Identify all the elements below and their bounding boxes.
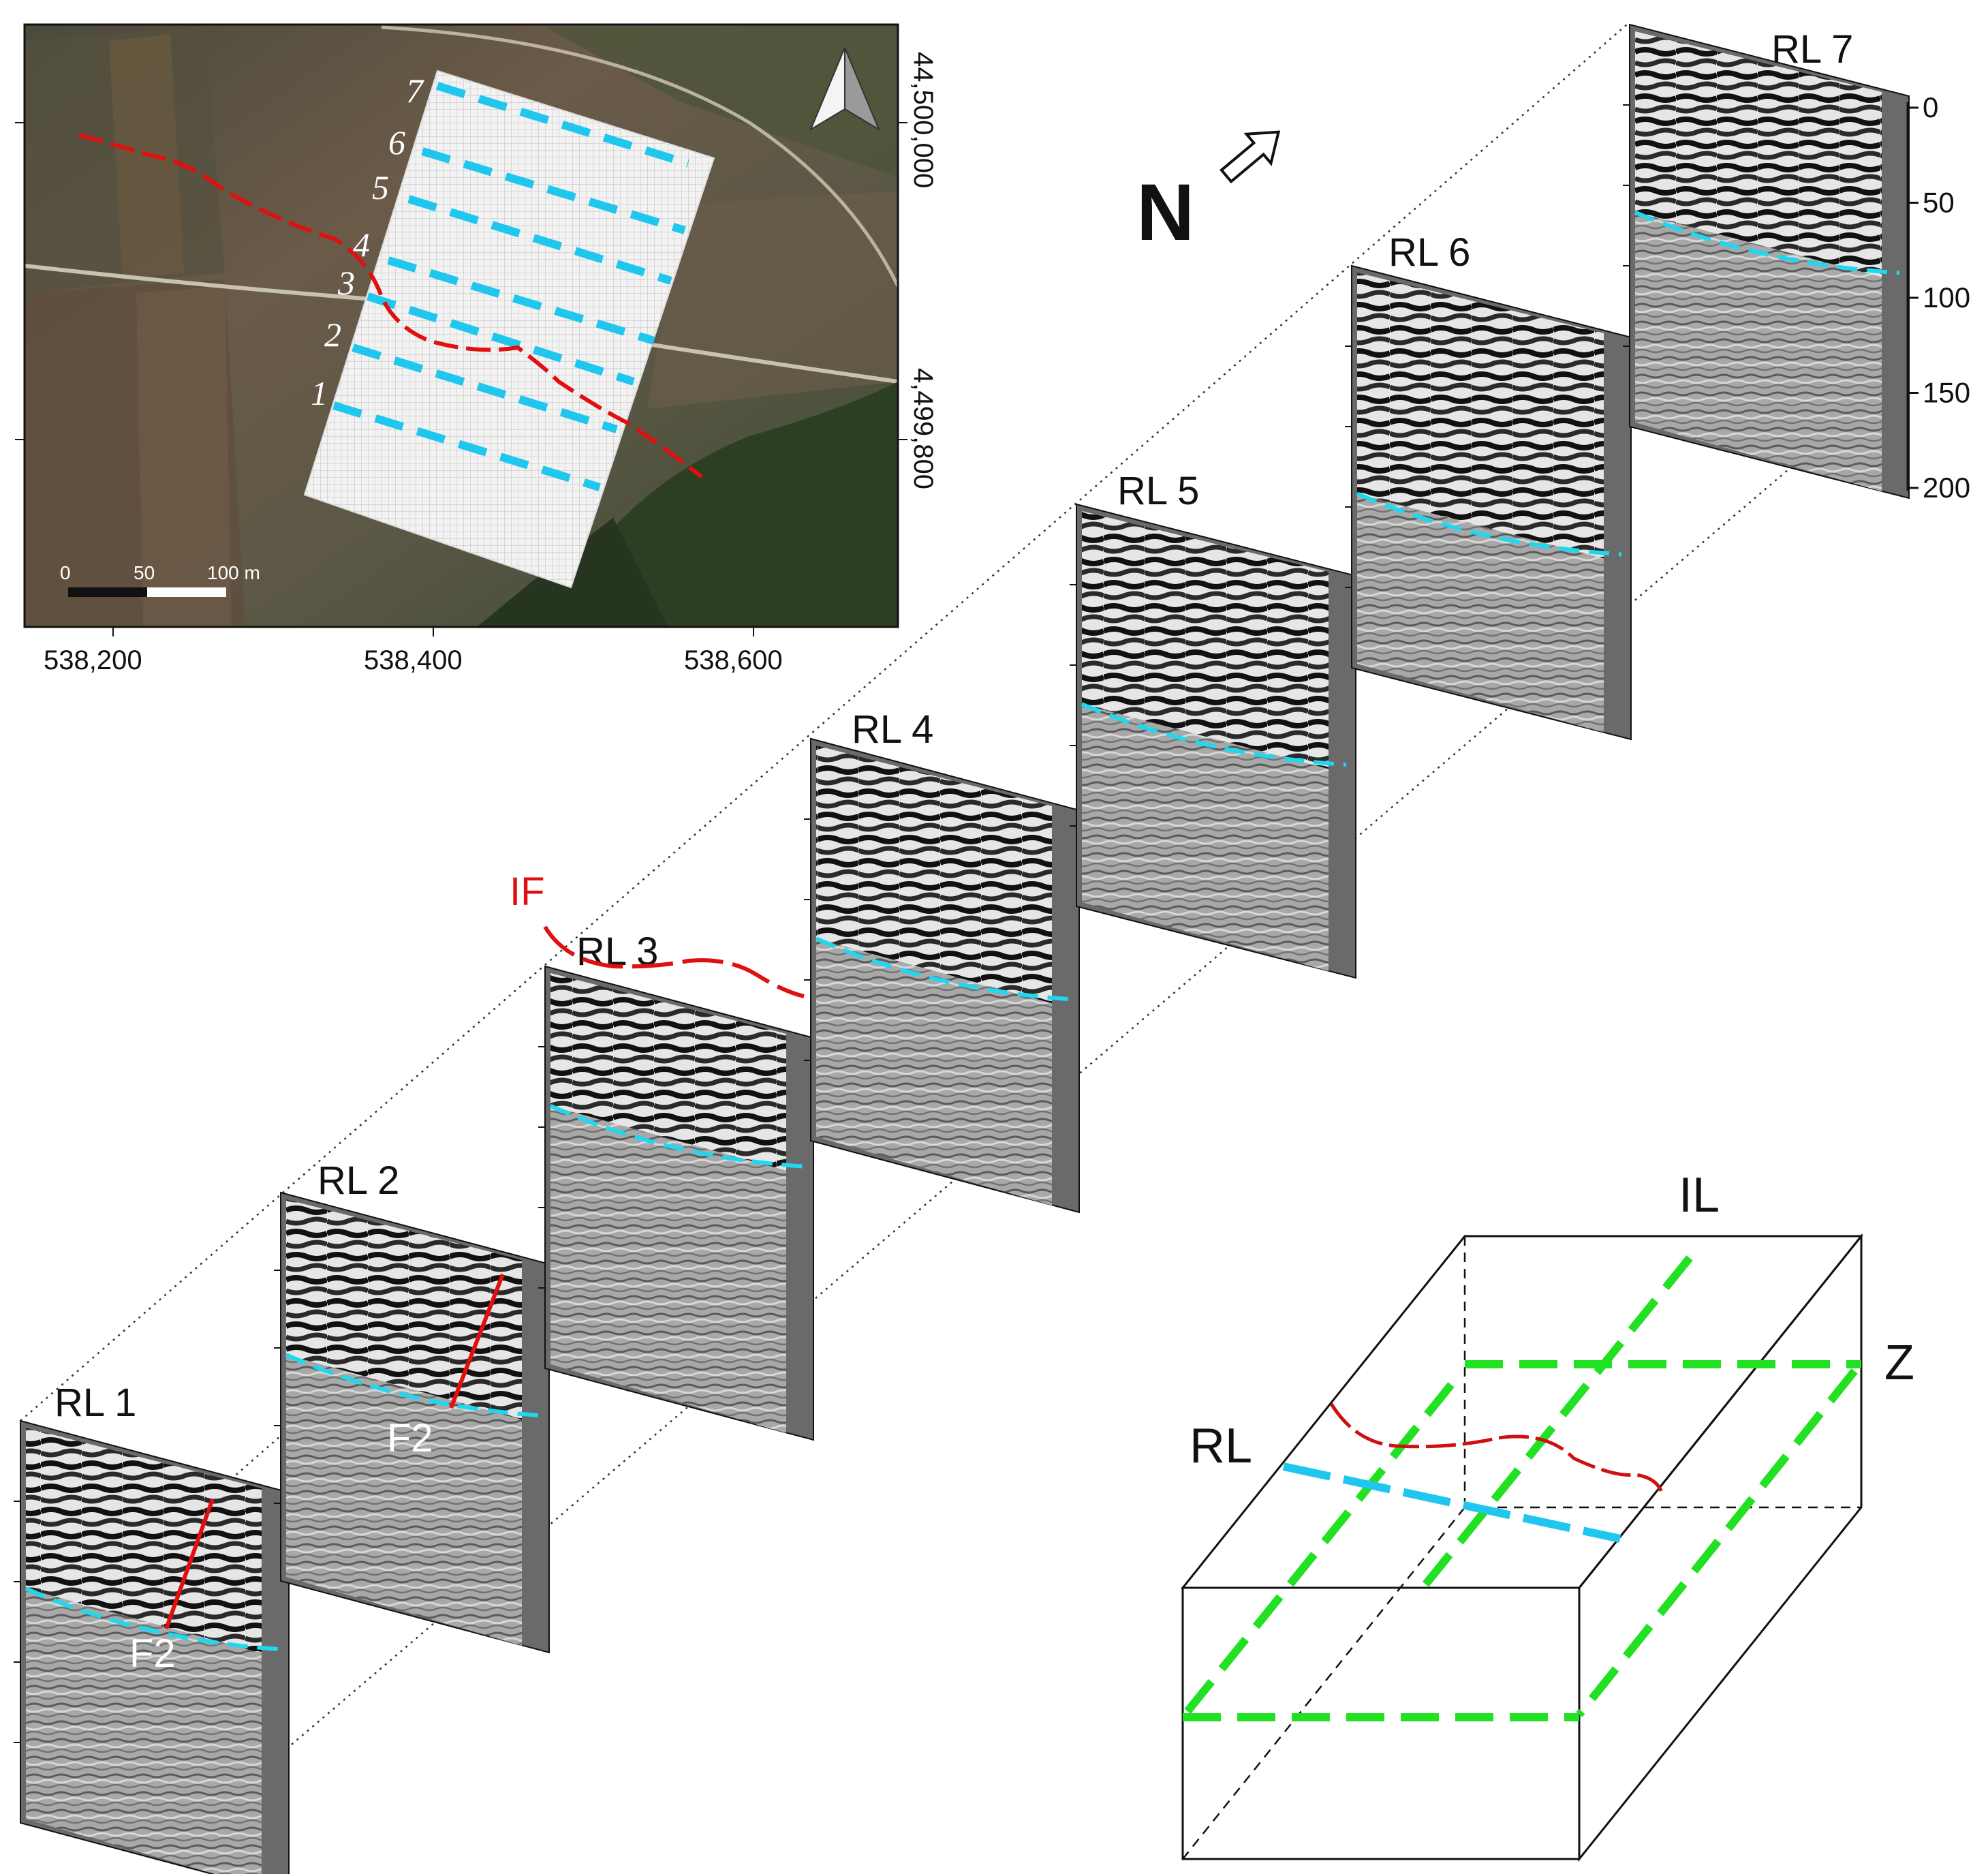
section-reflectors [1635,31,1882,277]
scale-label-100: 100 m [207,562,260,583]
line-number-5: 5 [372,168,389,206]
line-number-3: 3 [337,264,355,302]
block-hidden-edges [1182,1236,1861,1860]
fault-line [449,1273,505,1409]
il-line-2 [1179,1382,1455,1720]
section-label-rl-1: RL 1 [55,1381,136,1425]
line-number-4: 4 [353,226,370,264]
section-reflectors [550,973,786,1171]
line-number-6: 6 [388,123,405,162]
section-label-rl-7: RL 7 [1771,27,1853,72]
block-diagram: IL Z RL [1179,1168,1914,1862]
rl-line [1282,1462,1621,1543]
section-label-rl-6: RL 6 [1388,230,1470,275]
block-fault-curve [1329,1402,1664,1494]
section-label-rl-2: RL 2 [317,1158,399,1203]
satellite-image: 7 6 5 4 3 2 1 0 50 100 m [25,25,898,627]
depth-tick-label: 0 [1923,91,1938,123]
scale-label-0: 0 [60,562,71,583]
map-ticks [15,122,907,636]
survey-line-6 [421,147,686,234]
perspective-guides [20,24,1908,1745]
horizon-line [815,936,1070,1002]
fault-label-f2: F2 [129,1631,176,1676]
section-label-rl-5: RL 5 [1117,469,1199,513]
line-number-7: 7 [406,72,424,110]
map-frame [23,23,899,628]
survey-grid [303,70,715,589]
horizon-line [549,1103,805,1169]
seismic-section-rl-1: F2 RL 1 [14,1381,290,1874]
depth-tick-label: 100 [1923,281,1970,313]
map-x-tick-3: 538,600 [684,645,783,675]
horizon-line [1081,702,1347,767]
depth-tick-label: 50 [1923,187,1955,219]
survey-line-1 [332,401,601,491]
section-reflectors [1357,273,1604,559]
north-indicator: N [1136,130,1281,258]
seismic-section-rl-3: RL 3 [538,930,814,1441]
survey-line-5 [407,195,672,285]
if-fault-curve [543,925,805,998]
section-reflectors [286,1199,522,1419]
survey-line-3 [367,292,635,386]
scale-label-50: 50 [134,562,155,583]
north-arrow-outline-icon [1220,130,1281,184]
seismic-section-rl-7: RL 7 [1623,23,1910,500]
map-inset: 7 6 5 4 3 2 1 0 50 100 m [15,23,938,675]
map-x-tick-2: 538,400 [364,645,463,675]
section-reflectors [1082,511,1329,769]
line-number-2: 2 [324,316,341,354]
map-y-tick-1: 44,500,000 [908,52,938,188]
section-reflectors [816,746,1052,1004]
section-reflectors [26,1428,262,1653]
horizon-line [285,1353,540,1417]
seismic-section-rl-6: RL 6 [1345,230,1632,741]
block-outline [1180,1233,1864,1862]
survey-line-2 [352,343,618,433]
if-label: IF [510,870,545,914]
il-label: IL [1679,1168,1720,1223]
seismic-section-rl-2: F2 RL 2 [274,1158,550,1654]
depth-axis: 0 50 100 150 200 [1906,91,1970,504]
survey-line-4 [387,256,655,345]
fault-trace-map [78,133,703,479]
horizon-line [1356,491,1622,557]
depth-tick-label: 200 [1923,472,1970,504]
line-numbers: 7 6 5 4 3 2 1 [311,72,424,412]
z-line-side [1576,1368,1858,1717]
il-line-1 [1420,1255,1693,1589]
scale-bar: 0 50 100 m [60,562,260,597]
z-label: Z [1884,1336,1914,1390]
north-label: N [1136,168,1194,258]
horizon-line [25,1586,280,1651]
seismic-section-rl-5: RL 5 [1070,469,1356,979]
section-label-rl-4: RL 4 [852,707,933,752]
fault-line [164,1498,215,1630]
horizon-line [1634,210,1900,275]
map-x-axis-labels: 538,200 538,400 538,600 [44,645,783,675]
il-z-lines [1179,1255,1861,1721]
map-y-axis-labels: 44,500,000 4,499,800 [908,52,938,489]
map-y-tick-2: 4,499,800 [908,368,938,489]
survey-lines [332,82,689,491]
survey-line-7 [436,82,689,168]
rl-label: RL [1190,1419,1252,1473]
map-x-tick-1: 538,200 [44,645,142,675]
depth-tick-label: 150 [1923,377,1970,409]
line-number-1: 1 [311,374,328,412]
seismic-section-rl-4: RL 4 [804,707,1080,1214]
fault-label-f2: F2 [387,1416,433,1460]
depth-ticks: 0 50 100 150 200 [1908,91,1970,504]
north-arrow-icon [809,47,881,132]
